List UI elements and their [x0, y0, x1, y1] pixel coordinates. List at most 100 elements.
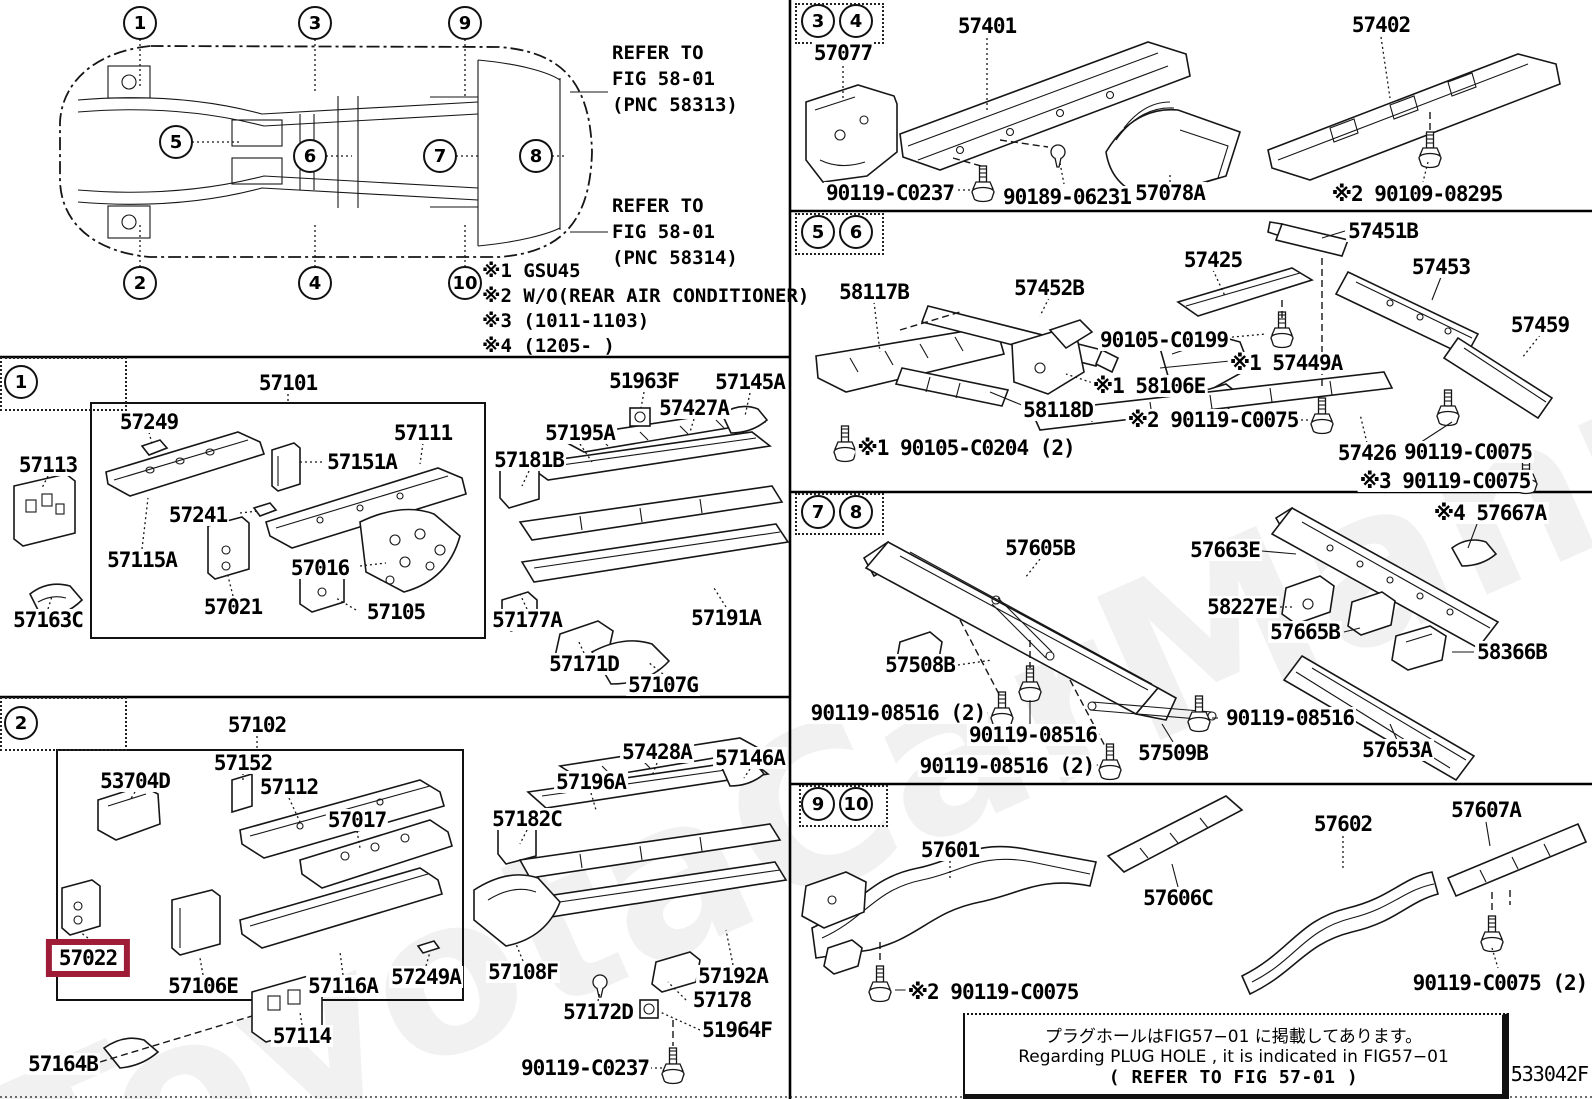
part-label-57192a: 57192A [696, 963, 770, 988]
part-label-57177a: 57177A [490, 607, 564, 632]
part-label-57241: 57241 [166, 502, 230, 527]
refer-note-line: FIG 58-01 [612, 221, 715, 243]
part-label-57607a: 57607A [1449, 797, 1523, 822]
part-label-57163c: 57163C [11, 607, 85, 632]
footnote-4: ※4 (1205- ) [482, 335, 615, 357]
part-label-57191a: 57191A [689, 605, 763, 630]
part-label-57077: 57077 [811, 40, 875, 65]
part-label-58118d: 58118D [1021, 397, 1095, 422]
part-label-57021: 57021 [201, 594, 265, 619]
part-label-57112: 57112 [257, 774, 321, 799]
part-label-57605b: 57605B [1003, 535, 1077, 560]
panel-7-8-callout-7: 7 [801, 495, 835, 529]
part-label-90119-08516: 90119-08516 [966, 722, 1100, 747]
panel-7-8-callout-box [795, 493, 884, 535]
part-label-2-90109-08295: ※2 90109-08295 [1329, 181, 1505, 206]
part-label-58366b: 58366B [1475, 639, 1549, 664]
part-label-57453: 57453 [1409, 254, 1473, 279]
part-label-57101: 57101 [256, 370, 320, 395]
part-label-57427a: 57427A [657, 395, 731, 420]
footnote-3: ※3 (1011-1103) [482, 310, 650, 332]
part-label-57106e: 57106E [166, 973, 240, 998]
panel-2-callout-2: 2 [4, 706, 38, 740]
part-label-53704d: 53704D [98, 768, 172, 793]
part-label-57151a: 57151A [325, 449, 399, 474]
part-label-57195a: 57195A [543, 420, 617, 445]
part-label-2-90119-c0075: ※2 90119-C0075 [905, 979, 1081, 1004]
callout-5: 5 [159, 125, 193, 159]
part-label-57114: 57114 [270, 1023, 334, 1048]
part-label-57113: 57113 [16, 452, 80, 477]
part-label-57108f: 57108F [486, 959, 560, 984]
part-label-highlighted-57022: 57022 [45, 938, 131, 978]
part-label-57665b: 57665B [1268, 619, 1342, 644]
part-label-57146a: 57146A [713, 745, 787, 770]
refer-note-line: (PNC 58313) [612, 94, 738, 116]
part-label-57171d: 57171D [547, 651, 621, 676]
part-label-57111: 57111 [391, 420, 455, 445]
callout-9: 9 [448, 6, 482, 40]
panel-5-6-callout-5: 5 [801, 215, 835, 249]
part-label-57196a: 57196A [554, 769, 628, 794]
panel-2-callout-box [0, 697, 127, 751]
panel-7-8-callout-8: 8 [839, 495, 873, 529]
part-label-57016: 57016 [288, 555, 352, 580]
part-label-90119-08516-2: 90119-08516 (2) [917, 753, 1097, 778]
part-label-57017: 57017 [325, 807, 389, 832]
part-label-57509b: 57509B [1136, 740, 1210, 765]
part-label-90119-08516: 90119-08516 [1223, 705, 1357, 730]
diagram-code: 533042F [1510, 1062, 1589, 1086]
part-label-57152: 57152 [211, 750, 275, 775]
refer-note-line: FIG 58-01 [612, 68, 715, 90]
refer-note-line: REFER TO [612, 195, 704, 217]
panel-9-10-callout-10: 10 [839, 787, 873, 821]
part-label-51964f: 51964F [700, 1017, 774, 1042]
refer-note-2: REFER TO FIG 58-01 (PNC 58314) [612, 193, 738, 271]
panel-9-10-callout-9: 9 [801, 787, 835, 821]
panel-5-6-callout-6: 6 [839, 215, 873, 249]
callout-4: 4 [298, 266, 332, 300]
part-label-57172d: 57172D [561, 999, 635, 1024]
part-label-57602: 57602 [1311, 811, 1375, 836]
part-label-57249: 57249 [117, 409, 181, 434]
callout-8: 8 [519, 139, 553, 173]
panel-3-4-callout-3: 3 [801, 4, 835, 38]
part-label-57606c: 57606C [1141, 885, 1215, 910]
part-label-90119-c0075: 90119-C0075 [1401, 439, 1535, 464]
part-label-90119-c0237: 90119-C0237 [518, 1055, 652, 1080]
part-label-57145a: 57145A [713, 369, 787, 394]
part-label-57426: 57426 [1335, 440, 1399, 465]
part-label-90119-c0075-2: 90119-C0075 (2) [1410, 970, 1590, 995]
part-label-90105-c0199: 90105-C0199 [1097, 327, 1231, 352]
part-label-57181b: 57181B [492, 447, 566, 472]
refer-note-line: (PNC 58314) [612, 247, 738, 269]
panel-5-6-callout-box [795, 213, 884, 255]
part-label-90119-c0237: 90119-C0237 [823, 180, 957, 205]
part-label-58227e: 58227E [1205, 594, 1279, 619]
footnote-2: ※2 W/O(REAR AIR CONDITIONER) [482, 285, 810, 307]
panel-3-4-callout-4: 4 [839, 4, 873, 38]
part-label-57653a: 57653A [1360, 737, 1434, 762]
part-label-57178: 57178 [690, 987, 754, 1012]
panel-2-art [56, 736, 788, 1085]
part-label-90119-08516-2: 90119-08516 (2) [808, 700, 988, 725]
part-label-1-58106e: ※1 58106E [1090, 373, 1208, 398]
callout-7: 7 [423, 139, 457, 173]
part-label-57601: 57601 [918, 837, 982, 862]
part-label-57452b: 57452B [1012, 275, 1086, 300]
panel-3-4-art [805, 36, 1561, 203]
note-line-japanese: プラグホールはFIG57−01 に掲載してあります。 [1044, 1026, 1423, 1047]
callout-3: 3 [298, 6, 332, 40]
part-label-57249a: 57249A [389, 964, 463, 989]
part-label-57102: 57102 [225, 712, 289, 737]
part-label-57107g: 57107G [626, 672, 700, 697]
part-label-57105: 57105 [364, 599, 428, 624]
part-label-57451b: 57451B [1346, 218, 1420, 243]
part-label-57508b: 57508B [883, 652, 957, 677]
panel-9-10-art [801, 795, 1588, 1003]
part-label-57078a: 57078A [1133, 180, 1207, 205]
